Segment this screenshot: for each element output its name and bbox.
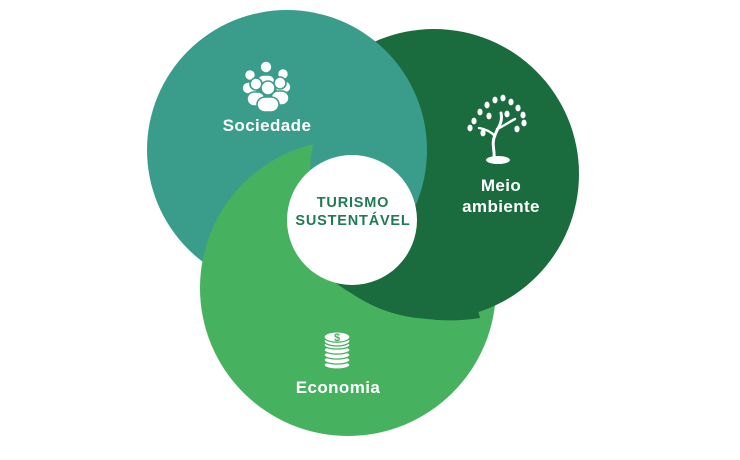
tree-trunk xyxy=(477,111,517,160)
tree-icon xyxy=(467,94,527,164)
tree-leaves xyxy=(467,94,527,137)
center-title-line1: TURISMO xyxy=(317,195,389,211)
meio-ambiente-label-line1: Meio xyxy=(481,176,521,195)
coin-stack-icon xyxy=(323,331,351,370)
economia-label: Economia xyxy=(296,378,381,397)
coin-dollar-symbol: $ xyxy=(334,332,340,344)
center-circle xyxy=(287,155,417,285)
tree-ground xyxy=(486,156,510,164)
coin-top xyxy=(323,331,351,343)
sociedade-label: Sociedade xyxy=(223,116,312,135)
people-group-icon xyxy=(241,60,292,113)
person-figure xyxy=(256,80,280,113)
center-title-line2: SUSTENTÁVEL xyxy=(295,212,410,229)
meio-ambiente-label-line2: ambiente xyxy=(462,197,540,216)
